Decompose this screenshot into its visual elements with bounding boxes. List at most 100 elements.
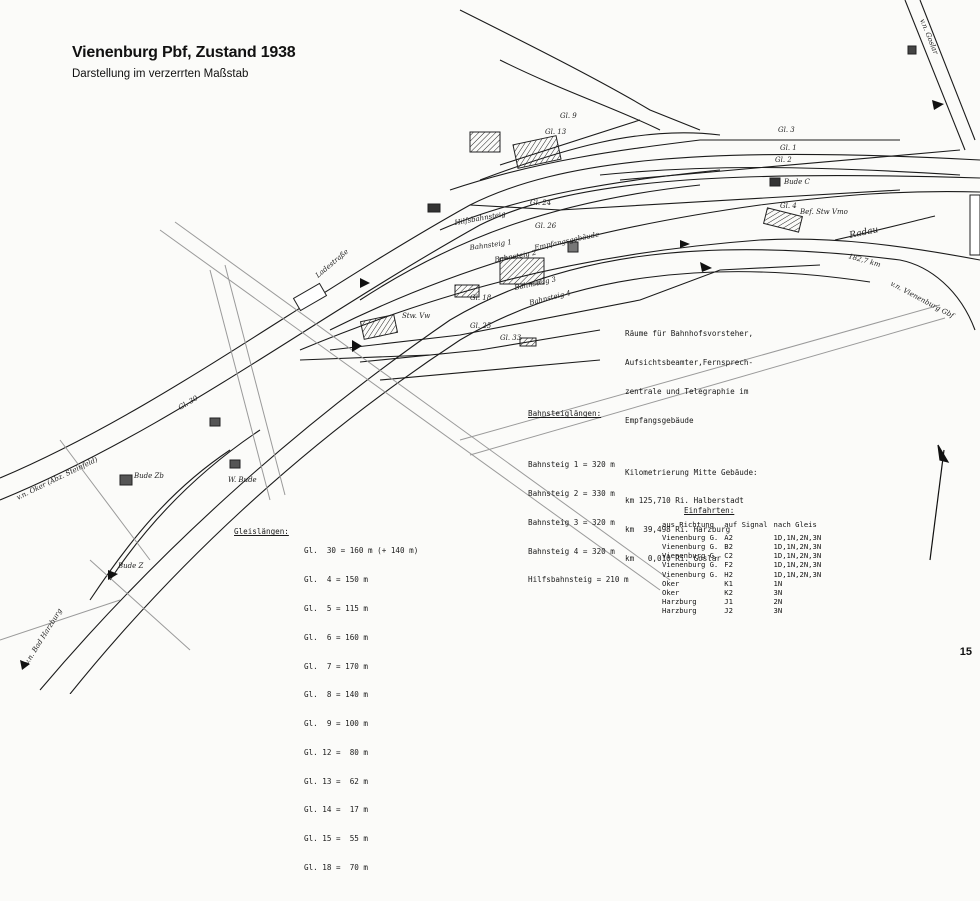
entries-cell: H2 bbox=[724, 569, 733, 579]
entries-col-direction: aus Richtung bbox=[662, 519, 714, 529]
label-empfangsgebaeude: Empfangsgebäude bbox=[533, 230, 600, 252]
label-bude-c: Bude C bbox=[783, 178, 811, 186]
entries-cell: J2 bbox=[724, 606, 733, 616]
building-small-5 bbox=[209, 417, 221, 427]
label-gleis-30: Gl. 30 bbox=[177, 394, 200, 412]
label-bude-w: W. Bude bbox=[228, 476, 257, 484]
rooms-note-line: Räume für Bahnhofsvorsteher, bbox=[625, 329, 754, 339]
building-goods bbox=[469, 131, 501, 153]
entries-cell: F2 bbox=[724, 560, 733, 570]
building-small-7 bbox=[907, 45, 917, 55]
label-bude-zb: Bude Zb bbox=[133, 472, 164, 480]
entries-cell: 3N bbox=[773, 588, 783, 598]
entries-cell: J1 bbox=[724, 597, 733, 607]
page-title: Vienenburg Pbf, Zustand 1938 bbox=[72, 44, 296, 61]
track-plan: v.n. Goslar v.n. Vienenburg Gbf v.n. Oke… bbox=[0, 0, 980, 694]
entries-grid: aus Richtung auf Signal nach Gleis Viene… bbox=[662, 520, 827, 616]
label-gleis-2: Gl. 2 bbox=[775, 156, 792, 164]
track-row: Gl. 14 = 17 m bbox=[304, 805, 369, 815]
label-gleis-1: Gl. 1 bbox=[780, 144, 797, 152]
km-row: km 125,710 Ri. Halberstadt bbox=[625, 496, 744, 506]
entries-cell: B2 bbox=[724, 542, 733, 551]
building-right-box bbox=[969, 194, 980, 256]
track-row: Gl. 12 = 80 m bbox=[304, 747, 369, 757]
platform-row: Bahnsteig 2 = 330 m bbox=[528, 488, 615, 498]
label-gleis-4: Gl. 4 bbox=[780, 202, 797, 210]
signals bbox=[20, 100, 944, 670]
signal-marker bbox=[932, 100, 944, 110]
rooms-note-line: Empfangsgebäude bbox=[625, 415, 694, 425]
signal-marker bbox=[680, 240, 690, 248]
entries-heading: Einfahrten: bbox=[684, 506, 735, 515]
north-arrow-icon bbox=[929, 444, 950, 561]
building-small-1 bbox=[567, 241, 579, 253]
signal-marker bbox=[700, 262, 712, 272]
label-gleis-25: Gl. 25 bbox=[470, 322, 492, 330]
entries-cell: Oker bbox=[662, 578, 680, 588]
label-bahnsteig-1: Bahnsteig 1 bbox=[468, 238, 512, 252]
entries-row: Vienenburg G. F2 1D,1N,2N,3N bbox=[662, 560, 827, 569]
platform-row: Bahnsteig 3 = 320 m bbox=[528, 517, 615, 527]
entries-cell: Harzburg bbox=[662, 597, 697, 607]
track-row: Gl. 6 = 160 m bbox=[304, 632, 369, 642]
entries-cell: C2 bbox=[724, 551, 733, 561]
track-row: Gl. 30 = 160 m (+ 140 m) bbox=[304, 546, 419, 556]
label-gleis-18: Gl. 18 bbox=[470, 294, 492, 302]
signal-marker bbox=[20, 660, 30, 670]
label-gleis-26: Gl. 26 bbox=[535, 222, 557, 230]
km-row: km 0,010 Ri. Goslar bbox=[625, 553, 722, 563]
entries-cell: 3N bbox=[773, 606, 783, 616]
platform-heading: Bahnsteiglängen: bbox=[528, 409, 602, 419]
rooms-note-line: Aufsichtsbeamter,Fernsprech- bbox=[625, 357, 754, 367]
building-bef-stw bbox=[762, 207, 804, 233]
entries-table: Einfahrten: aus Richtung auf Signal nach… bbox=[662, 506, 827, 616]
building-small-3 bbox=[427, 203, 441, 213]
building-small-6 bbox=[229, 459, 241, 469]
entries-cell: Oker bbox=[662, 588, 680, 598]
building-platform-2 bbox=[519, 337, 537, 347]
building-stw-vw bbox=[359, 314, 399, 340]
platform-row: Bahnsteig 4 = 320 m bbox=[528, 546, 615, 556]
entries-col-signal: auf Signal bbox=[724, 519, 768, 529]
entries-cell: Vienenburg G. bbox=[662, 542, 719, 551]
page-subtitle: Darstellung im verzerrten Maßstab bbox=[72, 68, 249, 80]
entries-cell: Vienenburg G. bbox=[662, 560, 719, 570]
label-stw-vw: Stw. Vw bbox=[402, 312, 430, 320]
entries-cell: Vienenburg G. bbox=[662, 551, 719, 561]
track-row: Gl. 8 = 140 m bbox=[304, 690, 369, 700]
signal-marker bbox=[108, 570, 118, 580]
road-outlines bbox=[0, 221, 946, 651]
platform-lengths: Bahnsteiglängen: Bahnsteig 1 = 320 m Bah… bbox=[528, 390, 629, 594]
track-heading: Gleislängen: bbox=[234, 527, 289, 537]
label-gleis-3: Gl. 3 bbox=[778, 126, 795, 134]
label-oker: v.n. Oker (Abz. Steinfeld) bbox=[15, 455, 99, 501]
label-gleis-24: Gl. 24 bbox=[530, 199, 551, 207]
label-gleis-33: Gl. 33 bbox=[500, 334, 522, 342]
km-heading: Kilometrierung Mitte Gebäude: bbox=[625, 467, 758, 477]
entries-cell: A2 bbox=[724, 532, 733, 542]
label-gleis-9: Gl. 9 bbox=[560, 112, 577, 120]
track-row: Gl. 7 = 170 m bbox=[304, 661, 369, 671]
entries-cell: 1D,1N,2N,3N bbox=[773, 560, 822, 570]
km-row: km 39,498 Ri. Harzburg bbox=[625, 525, 731, 535]
track-row: Gl. 13 = 62 m bbox=[304, 776, 369, 786]
building-ladestrasse bbox=[292, 282, 328, 312]
label-gleis-13: Gl. 13 bbox=[545, 128, 567, 136]
entries-col-track: nach Gleis bbox=[773, 519, 817, 529]
page-number: 15 bbox=[959, 646, 972, 658]
rooms-note-line: zentrale und Telegraphie im bbox=[625, 386, 749, 396]
entries-cell: Vienenburg G. bbox=[662, 532, 719, 542]
track-lines bbox=[0, 0, 980, 694]
track-row: Gl. 9 = 100 m bbox=[304, 719, 369, 729]
entries-cell: 2N bbox=[773, 597, 783, 607]
entries-cell: 1D,1N,2N,3N bbox=[773, 542, 822, 551]
label-km-182: 182,7 km bbox=[847, 252, 881, 269]
label-harzburg: v.n. Bad Harzburg bbox=[23, 607, 64, 666]
track-lengths: Gleislängen: Gl. 30 = 160 m (+ 140 m) Gl… bbox=[234, 508, 418, 901]
rooms-note: Räume für Bahnhofsvorsteher, Aufsichtsbe… bbox=[625, 310, 758, 573]
label-bef-stw-vmo: Bef. Stw Vmo bbox=[799, 208, 848, 216]
entries-row: Vienenburg G. B2 1D,1N,2N,3N bbox=[662, 542, 827, 551]
